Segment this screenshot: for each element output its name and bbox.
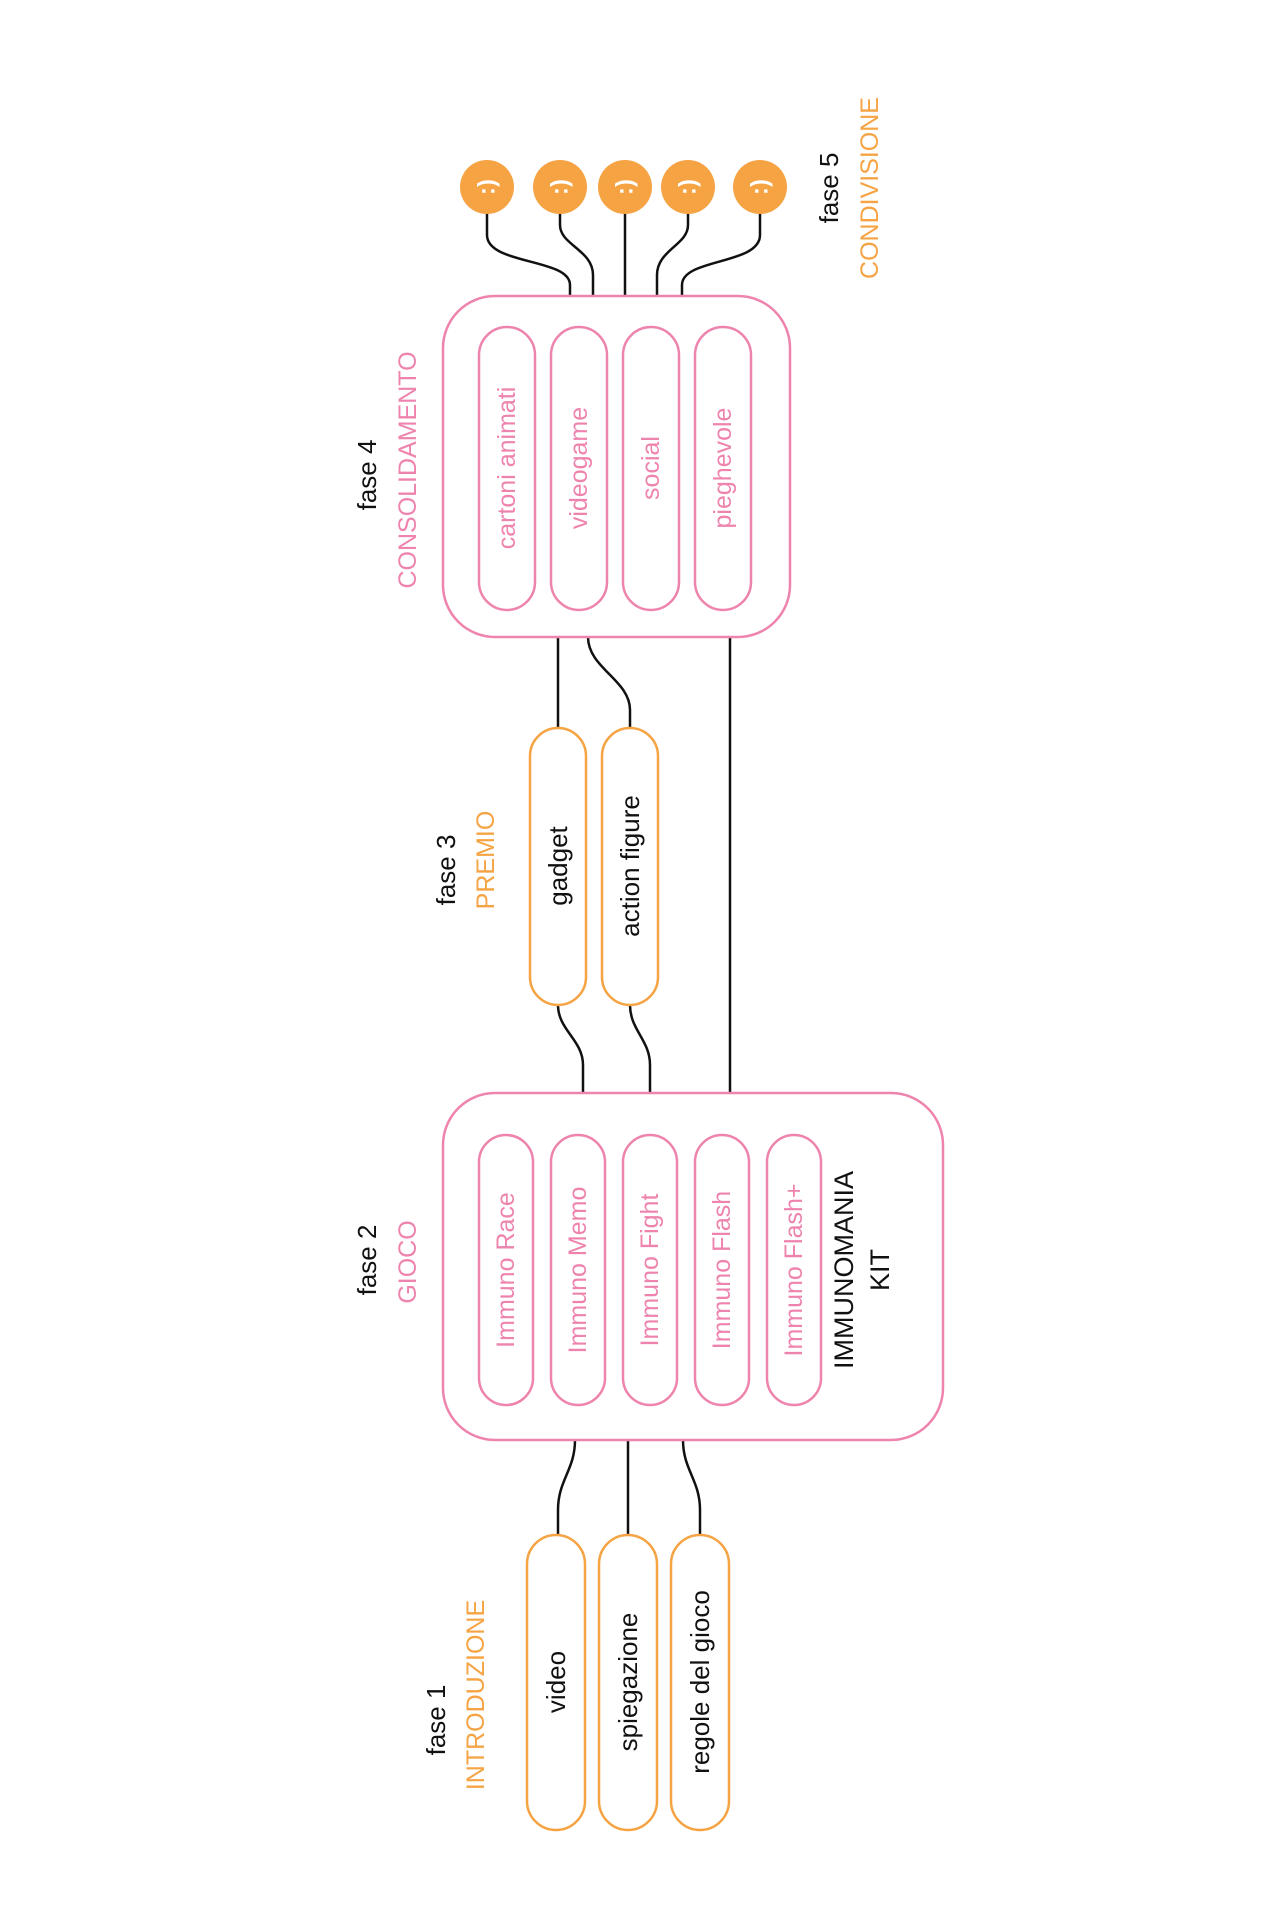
smiley-face-wrap: :) (547, 179, 574, 195)
phase4-header: fase 4 (352, 440, 382, 511)
phase2-header: fase 2 (352, 1225, 382, 1296)
phase4-item-label: videogame (565, 407, 593, 529)
phase4-title: CONSOLIDAMENTO (394, 351, 422, 588)
connector-gioco-gadget (556, 1004, 585, 1093)
phase2-pill-memo-label-wrap: Immuno Memo (564, 1187, 592, 1354)
phase2-title: GIOCO (394, 1220, 422, 1303)
phase1-pill-spiegazione (597, 1533, 659, 1832)
phase3-number: fase 3 (431, 835, 461, 906)
smiley-icon (661, 160, 715, 214)
phase2-item-label: Immuno Flash+ (780, 1184, 808, 1357)
phase5-title: CONDIVISIONE (856, 97, 884, 279)
phase1-pill-spiegazione-label-wrap: spiegazione (613, 1613, 643, 1752)
phase4-pill-social (621, 325, 681, 612)
smiley-face: :) (612, 179, 639, 195)
phase4-item-label: pieghevole (709, 408, 737, 529)
smiley-icon (533, 160, 587, 214)
phase1-header: fase 1 (421, 1685, 451, 1756)
phase4-pill-videogame-label-wrap: videogame (565, 407, 593, 529)
phase5-title-wrap: CONDIVISIONE (856, 97, 884, 279)
smiley-face-wrap: :) (747, 179, 774, 195)
smiley-icon (733, 160, 787, 214)
phase3-header: fase 3 (431, 835, 461, 906)
phase4-number: fase 4 (352, 440, 382, 511)
phase2-pill-fight-label-wrap: Immuno Fight (636, 1194, 664, 1347)
smiley-face: :) (747, 179, 774, 195)
phase2-item-label: Immuno Memo (564, 1187, 592, 1354)
connector-smiley-2 (558, 213, 595, 296)
connector-gioco-action-figure (628, 1004, 652, 1093)
phase1-item-label: spiegazione (613, 1613, 643, 1752)
phase1-title-wrap: INTRODUZIONE (462, 1600, 490, 1790)
kit-label-line2: KIT (865, 1249, 895, 1291)
phase3-pill-gadget (528, 726, 588, 1007)
phase2-item-label: Immuno Race (492, 1192, 520, 1348)
phase2-pill-race (477, 1133, 535, 1407)
phase1-title: INTRODUZIONE (462, 1600, 490, 1790)
phase3-item-label: action figure (615, 795, 645, 937)
connector-smiley-1 (485, 213, 572, 296)
smiley-face-wrap: :) (612, 179, 639, 195)
phase2-pill-flash-plus (765, 1133, 823, 1407)
phase1-pill-video (525, 1533, 587, 1832)
phase3-pill-gadget-label-wrap: gadget (543, 825, 573, 905)
phase4-pill-cartoni-label-wrap: cartoni animati (493, 387, 521, 550)
smiley-face-wrap: :) (675, 179, 702, 195)
phase4-pill-pieghevole-label-wrap: pieghevole (709, 408, 737, 529)
smiley-icon (598, 160, 652, 214)
phase2-title-wrap: GIOCO (394, 1220, 422, 1303)
connector-smiley-4 (655, 213, 690, 296)
phase1-item-label: regole del gioco (685, 1590, 715, 1774)
phase4-item-label: cartoni animati (493, 387, 521, 550)
phase1-pill-video-label-wrap: video (541, 1651, 571, 1713)
phase4-pill-videogame (549, 325, 609, 612)
phase2-pill-race-label-wrap: Immuno Race (492, 1192, 520, 1348)
phase5-header: fase 5 (814, 153, 844, 224)
phase4-pill-social-label-wrap: social (637, 436, 665, 500)
phase1-pill-regole-label-wrap: regole del gioco (685, 1590, 715, 1774)
connector-smiley-5 (680, 213, 762, 296)
phase3-pill-action-figure-label-wrap: action figure (615, 795, 645, 937)
phase2-pill-fight (621, 1133, 679, 1407)
phase2-item-label: Immuno Fight (636, 1194, 664, 1347)
connector-regole-gioco (681, 1439, 702, 1535)
connectors (485, 213, 762, 1535)
phase4-item-label: social (637, 436, 665, 500)
phase2-pill-flash-label-wrap: Immuno Flash (708, 1191, 736, 1349)
smileys: :) :) :) :) :) (460, 160, 787, 214)
phase1-number: fase 1 (421, 1685, 451, 1756)
phase2-pill-memo (549, 1133, 607, 1407)
phase2-pill-flash-plus-label-wrap: Immuno Flash+ (780, 1184, 808, 1357)
phase3-title: PREMIO (472, 811, 500, 910)
connector-video-gioco (556, 1439, 577, 1535)
smiley-face: :) (474, 179, 501, 195)
smiley-face: :) (675, 179, 702, 195)
smiley-face-wrap: :) (474, 179, 501, 195)
phase5-number: fase 5 (814, 153, 844, 224)
phase3-item-label: gadget (543, 825, 573, 905)
phase1-pill-regole (669, 1533, 731, 1832)
phase1-item-label: video (541, 1651, 571, 1713)
phase2-number: fase 2 (352, 1225, 382, 1296)
kit-label-wrap: IMMUNOMANIA KIT (829, 1171, 895, 1369)
kit-label-line1: IMMUNOMANIA (829, 1171, 859, 1369)
phase4-title-wrap: CONSOLIDAMENTO (394, 351, 422, 588)
smiley-face: :) (547, 179, 574, 195)
phase4-pill-pieghevole (693, 325, 753, 612)
phase4-pill-cartoni (477, 325, 537, 612)
phase3-pill-action-figure (600, 726, 660, 1007)
phase2-item-label: Immuno Flash (708, 1191, 736, 1349)
phase3-title-wrap: PREMIO (472, 811, 500, 910)
phase2-pill-flash (693, 1133, 751, 1407)
connector-action-figure-consolidamento (586, 636, 632, 728)
smiley-icon (460, 160, 514, 214)
